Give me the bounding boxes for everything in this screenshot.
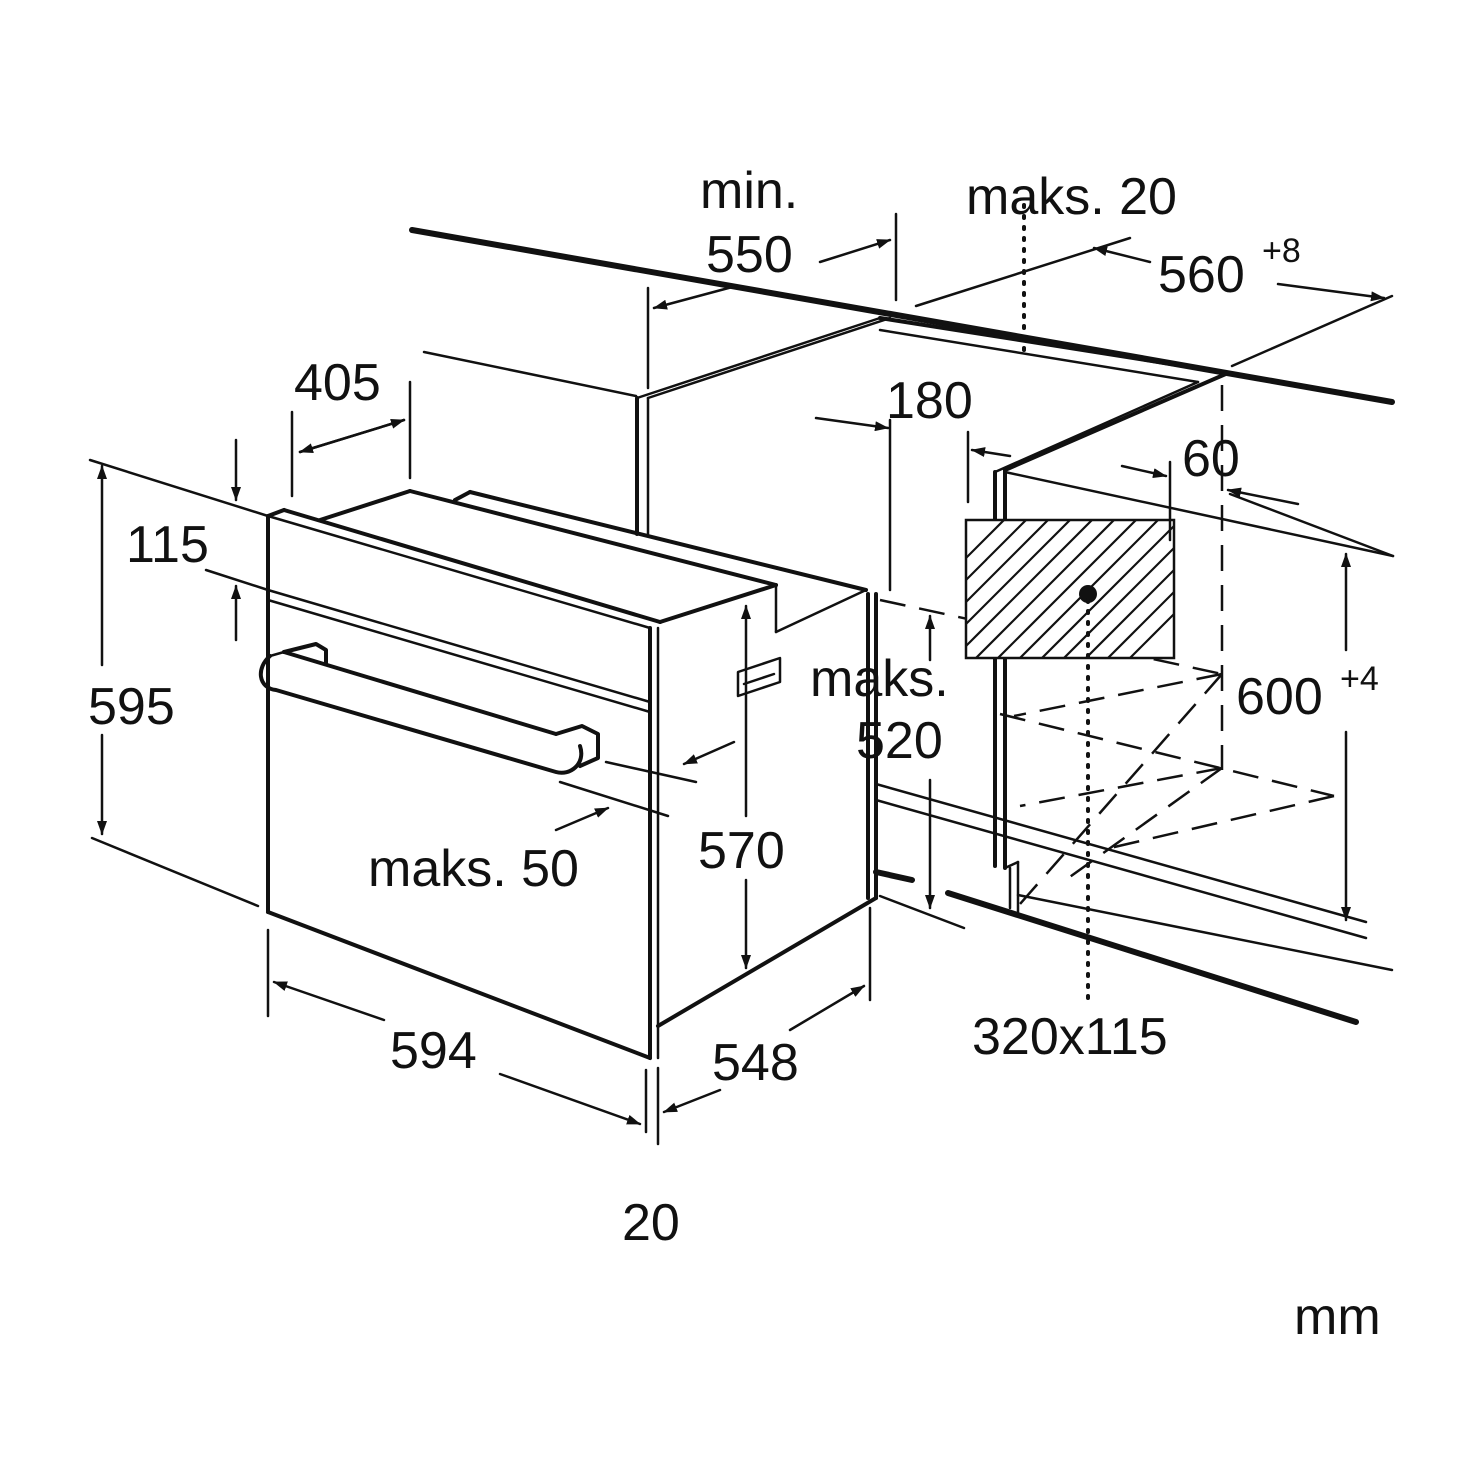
label-maks-520-title: maks.	[810, 650, 949, 708]
label-maks-20: maks. 20	[966, 168, 1177, 226]
dimension-lines	[88, 212, 1395, 1146]
label-600-tolerance: +4	[1340, 660, 1379, 698]
label-405: 405	[294, 354, 381, 412]
label-maks-50: maks. 50	[368, 840, 579, 898]
label-570: 570	[698, 822, 785, 880]
unit-label: mm	[1294, 1288, 1381, 1346]
label-594: 594	[390, 1022, 477, 1080]
label-600: 600	[1236, 668, 1323, 726]
label-560: 560	[1158, 246, 1245, 304]
dimension-labels: min. 550 maks. 20 560 +8 405 180 60 115 …	[88, 162, 1381, 1346]
label-560-tolerance: +8	[1262, 232, 1301, 270]
label-min: min.	[700, 162, 798, 220]
cabinet-niche	[409, 203, 1395, 1025]
oven-body	[259, 489, 878, 1060]
label-550: 550	[706, 226, 793, 284]
label-548: 548	[712, 1034, 799, 1092]
label-60: 60	[1182, 430, 1240, 488]
label-115: 115	[126, 516, 209, 574]
label-520: 520	[856, 712, 943, 770]
label-320x115: 320x115	[972, 1008, 1168, 1066]
label-595: 595	[88, 678, 175, 736]
label-20: 20	[622, 1194, 680, 1252]
label-180: 180	[886, 372, 973, 430]
